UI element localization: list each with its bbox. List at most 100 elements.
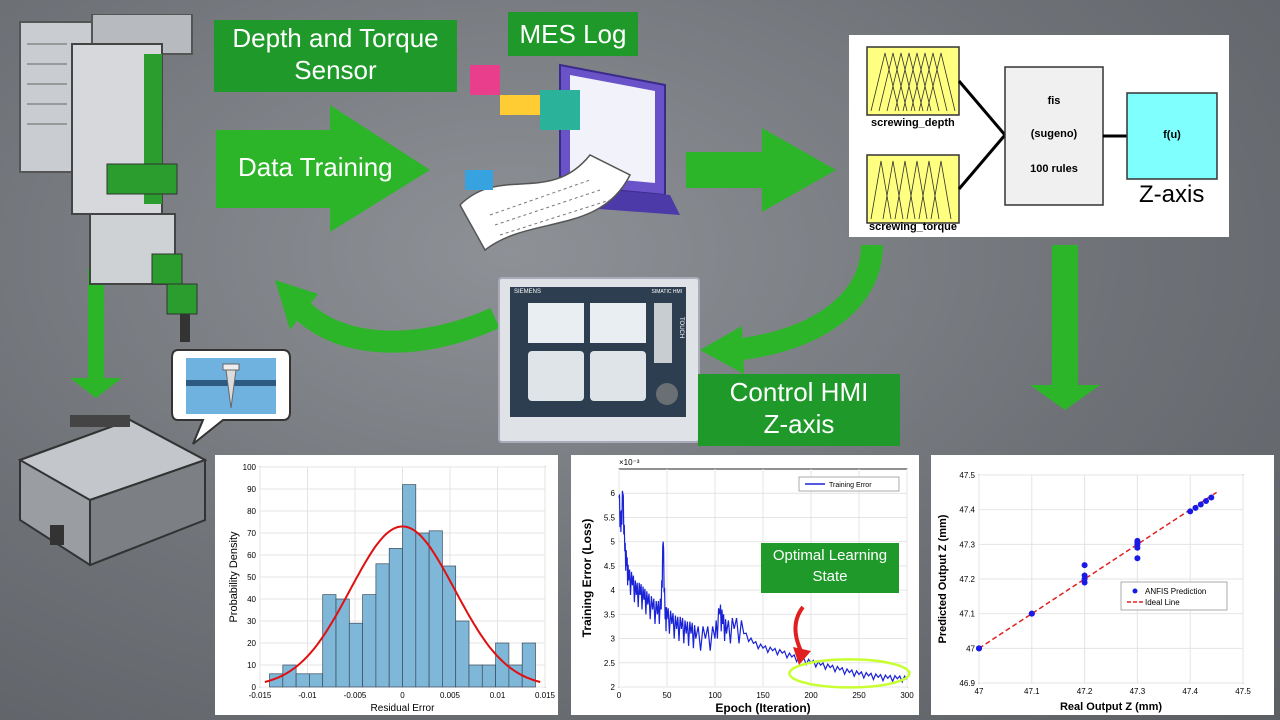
y-tick-label: 4.5 bbox=[604, 562, 616, 571]
training-error-line bbox=[618, 490, 908, 684]
histogram-bar bbox=[309, 673, 324, 688]
optimal-pointer-arrowhead bbox=[793, 647, 811, 665]
legend-point-swatch bbox=[1132, 588, 1138, 594]
x-axis-label: Real Output Z (mm) bbox=[1060, 701, 1162, 713]
x-axis-label: Residual Error bbox=[371, 703, 436, 714]
y-tick-label: 4 bbox=[611, 586, 616, 595]
prediction-point bbox=[1134, 539, 1141, 546]
x-tick-label: 47 bbox=[975, 687, 984, 696]
y-tick-label: 40 bbox=[247, 595, 256, 604]
hmi-label-line1: Control HMI bbox=[729, 377, 869, 407]
x-tick-label: -0.015 bbox=[249, 691, 272, 700]
y-axis-label: Probability Density bbox=[228, 531, 240, 623]
optimal-state-line1: Optimal Learning bbox=[772, 547, 888, 564]
optimal-state-label: Optimal Learning State bbox=[761, 543, 899, 593]
optimal-pointer-arrow bbox=[793, 605, 805, 652]
y-tick-label: 2.5 bbox=[604, 659, 616, 668]
fis-core-line3: 100 rules bbox=[1030, 163, 1078, 175]
ideal-line bbox=[978, 491, 1218, 649]
y-tick-label: 46.9 bbox=[959, 679, 975, 688]
arrow-sensor-to-mes bbox=[216, 105, 430, 232]
x-tick-label: 0.015 bbox=[535, 691, 556, 700]
histogram-bar bbox=[375, 563, 390, 688]
x-tick-label: 0.01 bbox=[490, 691, 506, 700]
x-tick-label: 47.5 bbox=[1235, 687, 1251, 696]
prediction-point bbox=[1187, 508, 1194, 515]
x-tick-label: 100 bbox=[708, 691, 722, 700]
histogram-bar bbox=[442, 565, 457, 688]
screw-callout-image bbox=[171, 349, 291, 445]
y-tick-label: 6 bbox=[611, 489, 616, 498]
y-tick-label: 20 bbox=[247, 639, 256, 648]
x-tick-label: 47.1 bbox=[1024, 687, 1040, 696]
y-tick-label: 100 bbox=[243, 463, 257, 472]
y-tick-label: 2 bbox=[611, 683, 616, 692]
arrow-tool-down bbox=[70, 268, 122, 398]
y-tick-label: 5 bbox=[611, 538, 616, 547]
electronic-box-image bbox=[17, 415, 208, 567]
y-tick-label: 90 bbox=[247, 485, 256, 494]
y-tick-label: 70 bbox=[247, 529, 256, 538]
y-tick-label: 47.4 bbox=[959, 506, 975, 515]
hmi-model: SIMATIC HMI bbox=[651, 289, 682, 295]
optimal-region-highlight bbox=[788, 658, 911, 689]
prediction-point bbox=[1192, 504, 1199, 511]
y-tick-label: 0 bbox=[252, 683, 257, 692]
x-tick-label: 47.4 bbox=[1182, 687, 1198, 696]
fis-diagram-panel: screwing_depth screwing_torque fis (suge… bbox=[849, 35, 1229, 237]
prediction-point bbox=[1197, 501, 1204, 508]
fis-core-line2: (sugeno) bbox=[1030, 128, 1078, 140]
y-tick-label: 47.1 bbox=[959, 610, 975, 619]
x-tick-label: 200 bbox=[804, 691, 818, 700]
arrow-hmi-to-tool bbox=[275, 280, 318, 330]
y-exponent-label: ×10⁻³ bbox=[619, 458, 640, 467]
histogram-bar bbox=[455, 620, 470, 688]
legend-label: Training Error bbox=[829, 482, 872, 489]
histogram-bar bbox=[295, 673, 310, 688]
histogram-bar bbox=[322, 594, 337, 688]
normal-fit-curve bbox=[264, 525, 541, 683]
prediction-point bbox=[1028, 610, 1035, 617]
arrow-mes-to-fis bbox=[686, 128, 836, 212]
screwdriver-tool-image bbox=[19, 14, 198, 342]
y-tick-label: 30 bbox=[247, 617, 256, 626]
histogram-bar bbox=[348, 622, 363, 688]
histogram-bar bbox=[415, 532, 430, 688]
y-tick-label: 47.5 bbox=[959, 471, 975, 480]
x-tick-label: 150 bbox=[756, 691, 770, 700]
y-tick-label: 80 bbox=[247, 507, 256, 516]
hmi-touch-label: TOUCH bbox=[678, 317, 684, 339]
y-tick-label: 60 bbox=[247, 551, 256, 560]
y-tick-label: 10 bbox=[247, 661, 256, 670]
optimal-state-line2: State bbox=[812, 568, 848, 585]
y-tick-label: 3.5 bbox=[604, 610, 616, 619]
y-tick-label: 50 bbox=[247, 573, 256, 582]
y-tick-label: 47.3 bbox=[959, 540, 975, 549]
histogram-bar bbox=[362, 594, 377, 688]
sensor-label-line2: Sensor bbox=[294, 55, 377, 85]
hmi-panel-image: SIEMENS SIMATIC HMI TOUCH bbox=[498, 277, 700, 443]
x-tick-label: 0 bbox=[617, 691, 622, 700]
mes-log-label: MES Log bbox=[508, 12, 638, 56]
y-tick-label: 5.5 bbox=[604, 513, 616, 522]
sensor-label-line1: Depth and Torque bbox=[232, 23, 439, 53]
x-tick-label: 47.3 bbox=[1130, 687, 1146, 696]
y-axis-label: Training Error (Loss) bbox=[580, 519, 594, 638]
arrow-fis-to-hmi bbox=[733, 244, 883, 361]
prediction-point bbox=[976, 645, 982, 652]
hmi-screen: SIEMENS SIMATIC HMI TOUCH bbox=[510, 287, 686, 417]
hmi-label: Control HMI Z-axis bbox=[698, 374, 900, 446]
data-training-label: Data Training bbox=[238, 152, 393, 182]
legend-box bbox=[1120, 581, 1228, 611]
histogram-bar bbox=[388, 548, 403, 688]
x-tick-label: 0 bbox=[400, 691, 405, 700]
fis-core-line1: fis bbox=[1047, 95, 1061, 107]
x-tick-label: 300 bbox=[900, 691, 914, 700]
x-tick-label: -0.005 bbox=[344, 691, 367, 700]
hmi-label-line2: Z-axis bbox=[763, 409, 835, 439]
